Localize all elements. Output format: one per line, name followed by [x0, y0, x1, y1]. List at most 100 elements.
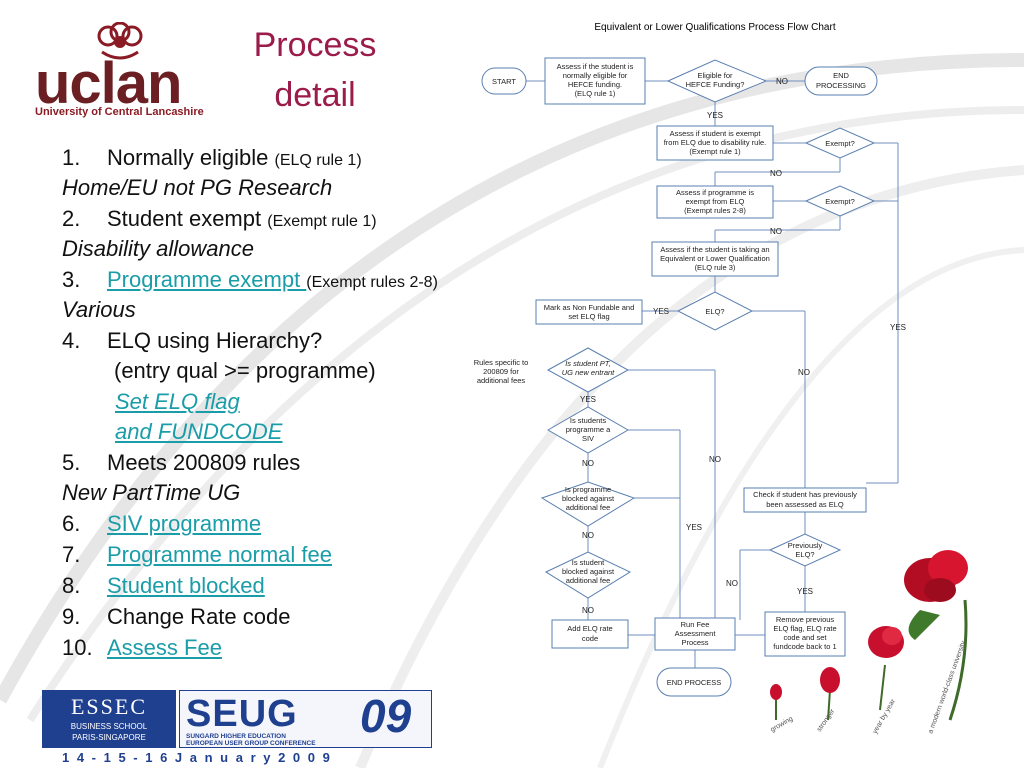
end-processing-line: PROCESSING	[816, 81, 866, 90]
essec-logo: ESSEC BUSINESS SCHOOL PARIS-SINGAPORE	[42, 690, 176, 748]
rules-note-line: Rules specific to	[474, 358, 529, 367]
assess-normal-line: HEFCE funding.	[568, 80, 622, 89]
assess-exempt-line: from ELQ due to disability rule.	[664, 138, 767, 147]
rose-large-icon	[904, 550, 968, 721]
add-elq-line: code	[582, 634, 598, 643]
blocked-student-line: blocked against	[562, 567, 615, 576]
rules-note-line: additional fees	[477, 376, 526, 385]
run-fee-line: Assessment	[675, 629, 717, 638]
list-number: 6.	[62, 511, 81, 536]
seug-word: SEUG	[186, 693, 298, 735]
list-number: 4.	[62, 328, 81, 353]
list-number: 7.	[62, 542, 81, 567]
run-fee-line: Process	[681, 638, 708, 647]
rose-emblem-icon	[97, 22, 143, 60]
mark-nonfund-line: Mark as Non Fundable and	[544, 303, 634, 312]
programme-normal-fee-link[interactable]: Programme normal fee	[107, 542, 332, 567]
exempt-decision-1: Exempt?	[804, 127, 876, 159]
rules-note: Rules specific to 200809 for additional …	[474, 358, 529, 385]
page-title-line2: detail	[274, 76, 356, 114]
student-blocked-link[interactable]: Student blocked	[107, 573, 265, 598]
no-label: NO	[582, 459, 594, 468]
rose-bud-icon	[820, 667, 840, 721]
list-main: Meets 200809 rules	[107, 450, 301, 475]
yes-label: YES	[686, 523, 702, 532]
list-sub: (entry qual >= programme)	[114, 358, 376, 383]
blocked-prog-line: blocked against	[562, 494, 615, 503]
page-title-line1: Process	[253, 26, 377, 64]
blocked-student-decision: Is student blocked against additional fe…	[544, 551, 632, 599]
remove-prev-line: Remove previous	[776, 615, 835, 624]
essec-word: ESSEC	[70, 694, 148, 719]
yes-label: YES	[707, 111, 723, 120]
programme-exempt-link[interactable]: Programme exempt	[107, 267, 307, 292]
rose-caption-stronger: stronger	[816, 708, 837, 734]
assess-normal-box: Assess if the student is normally eligib…	[544, 57, 646, 105]
logo-subtitle: University of Central Lancashire	[35, 106, 204, 118]
set-elq-flag-link[interactable]: Set ELQ flag	[115, 389, 240, 414]
list-rule: (ELQ rule 1)	[274, 152, 362, 169]
list-number: 3.	[62, 267, 81, 292]
assess-normal-line: Assess if the student is	[557, 62, 634, 71]
essec-sub1: BUSINESS SCHOOL	[70, 722, 148, 731]
prev-q-line: ELQ?	[795, 550, 814, 559]
pt-q-line: Is student PT,	[565, 359, 611, 368]
no-label: NO	[770, 169, 782, 178]
list-number: 10.	[62, 635, 93, 660]
remove-prev-line: code and set	[784, 633, 828, 642]
rose-small-bud-icon	[770, 684, 782, 720]
check-prev-line: been assessed as ELQ	[766, 500, 844, 509]
remove-prev-box: Remove previous ELQ flag, ELQ rate code …	[764, 611, 846, 657]
list-sub: Disability allowance	[62, 236, 254, 261]
assess-elq-box: Assess if the student is taking an Equiv…	[651, 241, 779, 277]
assess-prog-line: (Exempt rules 2-8)	[684, 206, 746, 215]
run-fee-box: Run Fee Assessment Process	[654, 617, 736, 651]
siv-programme-link[interactable]: SIV programme	[107, 511, 262, 536]
assess-fee-link[interactable]: Assess Fee	[107, 635, 222, 660]
remove-prev-line: fundcode back to 1	[773, 642, 836, 651]
list-rule: (Exempt rules 2-8)	[306, 274, 438, 291]
yes-label: YES	[653, 307, 669, 316]
exempt-q-label: Exempt?	[825, 197, 855, 206]
check-prev-box: Check if student has previously been ass…	[743, 487, 867, 513]
prev-q-line: Previously	[788, 541, 823, 550]
end-processing-node: END PROCESSING	[804, 66, 878, 96]
assess-normal-line: (ELQ rule 1)	[575, 89, 616, 98]
list-sub: Home/EU not PG Research	[62, 175, 333, 200]
run-fee-line: Run Fee	[681, 620, 710, 629]
assess-elq-line: (ELQ rule 3)	[695, 263, 736, 272]
end-process-node: END PROCESS	[656, 667, 732, 697]
mark-nonfund-box: Mark as Non Fundable and set ELQ flag	[535, 299, 643, 325]
end-processing-line: END	[833, 71, 849, 80]
list-main: Change Rate code	[107, 604, 291, 629]
no-label: NO	[770, 227, 782, 236]
assess-exempt-box: Assess if student is exempt from ELQ due…	[656, 125, 774, 161]
assess-exempt-line: Assess if student is exempt	[670, 129, 762, 138]
logo-word: uclan	[35, 51, 182, 116]
no-label: NO	[726, 579, 738, 588]
essec-sub2: PARIS-SINGAPORE	[72, 733, 146, 742]
rose-medium-icon	[868, 626, 904, 711]
conference-dates: 1 4 - 1 5 - 1 6 J a n u a r y 2 0 0 9	[62, 750, 332, 765]
eligible-decision: Eligible for HEFCE Funding?	[666, 59, 768, 103]
assess-elq-line: Equivalent or Lower Qualification	[660, 254, 770, 263]
list-sub: New PartTime UG	[62, 480, 241, 505]
yes-label: YES	[797, 587, 813, 596]
blocked-prog-line: Is programme	[565, 485, 611, 494]
seug-sub2: EUROPEAN USER GROUP CONFERENCE	[186, 740, 316, 747]
start-node: START	[481, 67, 527, 95]
blocked-student-line: additional fee	[566, 576, 611, 585]
uclan-logo: uclan University of Central Lancashire	[35, 22, 204, 122]
list-number: 2.	[62, 206, 81, 231]
rules-note-line: 200809 for	[483, 367, 519, 376]
rose-caption-growing: growing	[770, 715, 795, 733]
end-process-label: END PROCESS	[667, 678, 722, 687]
conference-banner: ESSEC BUSINESS SCHOOL PARIS-SINGAPORE SE…	[42, 690, 432, 750]
blocked-prog-line: additional fee	[566, 503, 611, 512]
list-rule: (Exempt rule 1)	[267, 213, 377, 230]
list-number: 8.	[62, 573, 81, 598]
fundcode-link[interactable]: and FUNDCODE	[115, 419, 283, 444]
siv-q-line: programme a	[566, 425, 611, 434]
no-label: NO	[582, 531, 594, 540]
